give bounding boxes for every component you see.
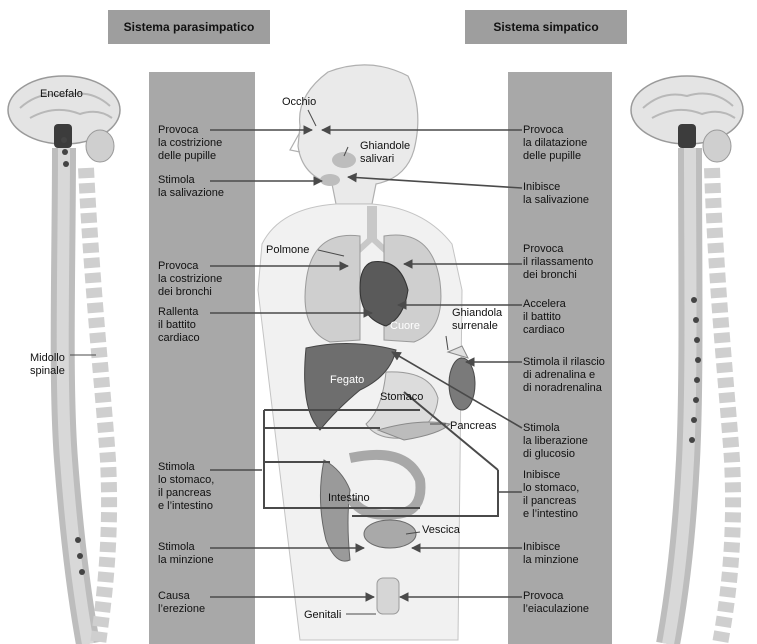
symp-effect-heart: Accelera il battito cardiaco — [523, 298, 566, 337]
symp-effect-pupils: Provoca la dilatazione delle pupille — [523, 124, 587, 163]
label-genitali: Genitali — [304, 609, 341, 622]
label-fegato: Fegato — [330, 374, 364, 387]
symp-effect-urination: Inibisce la minzione — [523, 541, 579, 567]
symp-effect-adrenal: Stimola il rilascio di adrenalina e di n… — [523, 356, 605, 395]
label-midollo-spinale: Midollo spinale — [30, 352, 65, 378]
para-effect-pupils: Provoca la costrizione delle pupille — [158, 124, 222, 163]
label-intestino: Intestino — [328, 492, 370, 505]
label-vescica: Vescica — [422, 524, 460, 537]
symp-effect-ejaculation: Provoca l’eiaculazione — [523, 590, 589, 616]
para-effect-bronchi: Provoca la costrizione dei bronchi — [158, 260, 222, 299]
label-stomaco: Stomaco — [380, 391, 423, 404]
symp-effect-salivation: Inibisce la salivazione — [523, 181, 589, 207]
symp-effect-digestion: Inibisce lo stomaco, il pancreas e l’int… — [523, 469, 579, 521]
label-pancreas: Pancreas — [450, 420, 496, 433]
label-encefalo: Encefalo — [40, 88, 83, 101]
label-occhio: Occhio — [282, 96, 316, 109]
label-ghiandola-surrenale: Ghiandola surrenale — [452, 307, 502, 333]
label-cuore: Cuore — [390, 320, 420, 333]
symp-effect-bronchi: Provoca il rilassamento dei bronchi — [523, 243, 593, 282]
para-effect-urination: Stimola la minzione — [158, 541, 214, 567]
label-ghiandole-salivari: Ghiandole salivari — [360, 140, 410, 166]
para-effect-heart: Rallenta il battito cardiaco — [158, 306, 200, 345]
para-effect-salivation: Stimola la salivazione — [158, 174, 224, 200]
right-brain-spine-figure — [631, 76, 743, 644]
para-effect-digestion: Stimola lo stomaco, il pancreas e l’inte… — [158, 461, 214, 513]
para-effect-erection: Causa l’erezione — [158, 590, 205, 616]
label-polmone: Polmone — [266, 244, 309, 257]
symp-effect-glucose: Stimola la liberazione di glucosio — [523, 422, 588, 461]
